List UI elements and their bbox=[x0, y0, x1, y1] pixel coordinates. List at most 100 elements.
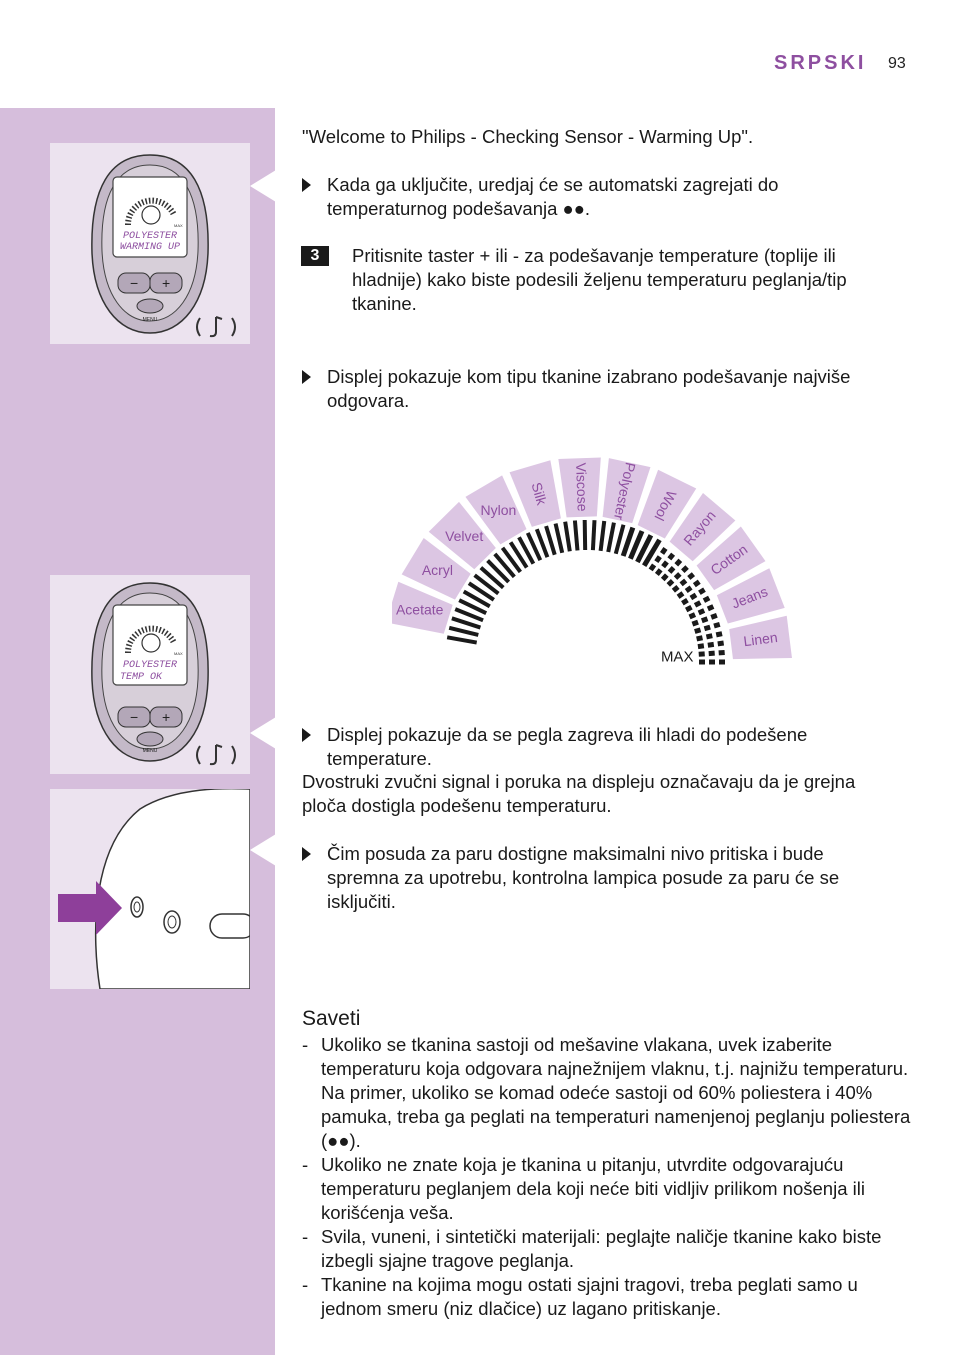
dial-label-bg bbox=[385, 581, 453, 634]
dial-tick bbox=[635, 534, 654, 564]
dial-tick bbox=[694, 620, 725, 634]
dial-tick bbox=[696, 630, 727, 642]
dial-label-bg bbox=[729, 615, 792, 660]
bullet-item: Kada ga uključite, uredjaj će se automat… bbox=[302, 173, 892, 221]
bullet-text: Displej pokazuje da se pegla zagreva ili… bbox=[327, 724, 808, 769]
dial-label-bg bbox=[509, 460, 561, 527]
figure-pointer bbox=[250, 170, 276, 202]
section-title: Saveti bbox=[302, 1007, 361, 1030]
control-panel-illustration: POLYESTER WARMING UP MAX − + MENU bbox=[91, 154, 236, 338]
bullet-triangle-icon bbox=[302, 370, 311, 384]
dial-tick bbox=[660, 555, 685, 582]
svg-text:−: − bbox=[130, 709, 138, 725]
dial-tick bbox=[666, 562, 692, 587]
dial-tick bbox=[508, 541, 529, 569]
figure-pointer bbox=[250, 717, 276, 749]
step-number: 3 bbox=[301, 246, 329, 266]
header-language: SRPSKI bbox=[774, 52, 867, 74]
tip-item: - Ukoliko ne znate koja je tkanina u pit… bbox=[302, 1153, 912, 1225]
dial-tick bbox=[454, 607, 484, 623]
svg-text:MAX: MAX bbox=[174, 651, 183, 656]
dial-tick bbox=[467, 581, 495, 602]
dial-label: Acetate bbox=[396, 601, 444, 617]
info-paragraph: Dvostruki zvučni signal i poruka na disp… bbox=[302, 771, 856, 816]
dial-tick bbox=[544, 525, 557, 556]
dial-tick bbox=[493, 552, 516, 579]
arrow-right-icon bbox=[58, 881, 122, 935]
dial-tick bbox=[534, 528, 550, 558]
page-number: 93 bbox=[888, 55, 906, 72]
tip-text: Ukoliko ne znate koja je tkanina u pitan… bbox=[321, 1154, 865, 1223]
bullet-triangle-icon bbox=[302, 728, 311, 742]
dial-tick bbox=[473, 573, 500, 596]
dial-tick bbox=[691, 611, 722, 627]
bullet-triangle-icon bbox=[302, 178, 311, 192]
bullet-item: Displej pokazuje da se pegla zagreva ili… bbox=[302, 723, 892, 771]
control-panel-illustration: POLYESTER TEMP OK MAX − + MENU bbox=[91, 582, 236, 766]
music-note-icon bbox=[196, 744, 236, 766]
svg-text:+: + bbox=[162, 709, 170, 725]
dial-tick bbox=[642, 538, 662, 567]
dial-label: Silk bbox=[528, 481, 550, 508]
dial-tick bbox=[446, 635, 478, 645]
svg-text:−: − bbox=[130, 275, 138, 291]
dial-tick bbox=[688, 602, 719, 620]
dial-tick bbox=[517, 536, 536, 565]
dial-tick bbox=[479, 566, 505, 590]
dial-tick bbox=[572, 520, 580, 551]
svg-text:MENU: MENU bbox=[143, 317, 158, 323]
svg-text:MENU: MENU bbox=[143, 748, 158, 754]
dial-tick bbox=[671, 569, 699, 593]
dial-label-bg bbox=[428, 501, 496, 570]
dial-tick bbox=[628, 530, 645, 560]
dial-tick bbox=[598, 520, 607, 552]
dial-label-bg bbox=[669, 492, 736, 562]
dial-label: Nylon bbox=[481, 502, 517, 518]
music-note-icon bbox=[196, 316, 236, 338]
dial-tick bbox=[458, 598, 488, 616]
display-line-2: WARMING UP bbox=[120, 242, 180, 253]
svg-text:MAX: MAX bbox=[174, 223, 183, 228]
dial-tick bbox=[448, 625, 479, 637]
control-panel-figure-2: POLYESTER TEMP OK MAX − + MENU bbox=[50, 575, 250, 774]
bullet-item: Čim posuda za paru dostigne maksimalni n… bbox=[302, 842, 892, 914]
control-panel-figure-1: POLYESTER WARMING UP MAX − + MENU bbox=[50, 143, 250, 344]
dial-tick bbox=[676, 577, 704, 599]
bullet-text: Displej pokazuje kom tipu tkanine izabra… bbox=[327, 366, 851, 411]
dial-tick bbox=[648, 543, 670, 572]
tip-text: Ukoliko se tkanina sastoji od mešavine v… bbox=[321, 1034, 911, 1151]
dial-tick bbox=[451, 616, 482, 630]
dial-label: Acryl bbox=[422, 562, 453, 578]
dial-label: Linen bbox=[743, 629, 779, 649]
dial-tick bbox=[590, 520, 597, 551]
display-line-2: TEMP OK bbox=[120, 672, 163, 683]
tip-item: - Ukoliko se tkanina sastoji od mešavine… bbox=[302, 1034, 911, 1151]
dial-label-bg bbox=[602, 458, 651, 524]
dial-label-bg bbox=[401, 538, 471, 600]
bullet-text: Čim posuda za paru dostigne maksimalni n… bbox=[327, 843, 840, 912]
tip-text: Svila, vuneni, i sintetički materijali: … bbox=[321, 1226, 882, 1271]
tip-text: Tkanine na kojima mogu ostati sjajni tra… bbox=[321, 1274, 858, 1319]
dial-label: Velvet bbox=[445, 528, 483, 544]
dial-label-bg bbox=[637, 469, 697, 539]
dial-tick bbox=[500, 546, 522, 574]
dial-tick bbox=[613, 524, 626, 555]
dial-max-label: MAX bbox=[661, 649, 694, 666]
dial-tick bbox=[525, 532, 543, 562]
bullet-item: Displej pokazuje kom tipu tkanine izabra… bbox=[302, 365, 892, 413]
dial-tick bbox=[486, 559, 511, 584]
bullet-text: Kada ga uključite, uredjaj će se automat… bbox=[327, 174, 779, 219]
dial-tick bbox=[553, 523, 565, 554]
intro-text: "Welcome to Philips - Checking Sensor - … bbox=[302, 126, 754, 147]
dial-tick bbox=[654, 549, 678, 577]
dial-label-bg bbox=[558, 457, 601, 518]
dial-tick bbox=[606, 522, 616, 553]
tip-item: - Tkanine na kojima mogu ostati sjajni t… bbox=[302, 1273, 912, 1321]
tip-item: - Svila, vuneni, i sintetički materijali… bbox=[302, 1225, 912, 1273]
dial-tick bbox=[685, 593, 714, 613]
dial-tick bbox=[620, 526, 636, 557]
dial-tick bbox=[681, 585, 710, 606]
steam-tank-illustration bbox=[58, 789, 250, 989]
